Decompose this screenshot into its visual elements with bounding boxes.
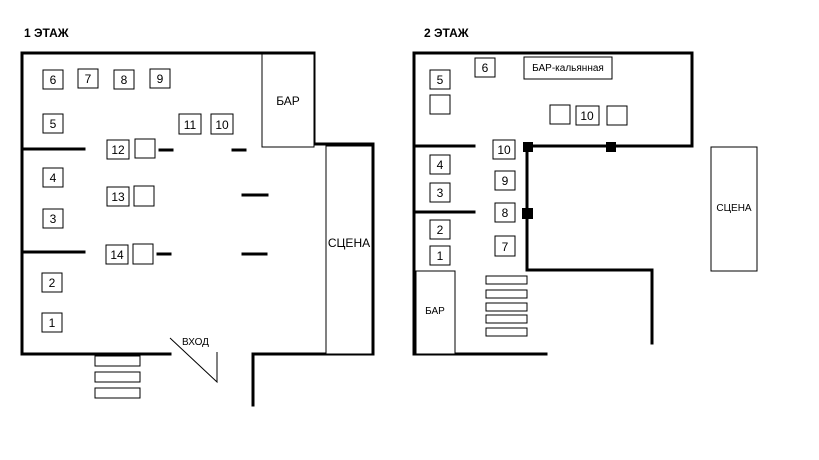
floor1-table-8: 8 <box>113 69 135 90</box>
svg-text:9: 9 <box>502 174 509 188</box>
floor2-column <box>522 208 533 219</box>
floor1-table-5: 5 <box>42 113 64 134</box>
svg-text:9: 9 <box>157 72 164 86</box>
svg-text:3: 3 <box>437 186 444 200</box>
floor1-table-3: 3 <box>42 208 64 229</box>
floor1-table-10: 10 <box>210 113 234 135</box>
floor2-table-6: 6 <box>474 57 496 78</box>
svg-text:6: 6 <box>50 73 57 87</box>
floor1-stage-label: СЦЕНА <box>328 236 370 250</box>
floor2-table-7: 7 <box>494 235 516 257</box>
svg-text:8: 8 <box>121 73 128 87</box>
floor2-table-2: 2 <box>429 219 451 240</box>
floor1-table-1: 1 <box>41 312 63 333</box>
floor2-table-9: 9 <box>494 170 516 191</box>
svg-text:11: 11 <box>184 118 197 132</box>
floor2-step <box>485 302 528 312</box>
svg-text:3: 3 <box>50 212 57 226</box>
svg-text:2: 2 <box>49 276 56 290</box>
floor2-step <box>485 275 528 285</box>
floor1-table-14-extra <box>132 243 154 265</box>
svg-text:10: 10 <box>215 118 229 132</box>
svg-text:6: 6 <box>482 61 489 75</box>
floor1-table-9: 9 <box>149 68 171 89</box>
floor1-table-12-extra <box>134 138 156 159</box>
floor2-table-3: 3 <box>429 182 451 203</box>
floor1-step <box>94 371 141 383</box>
floor1-table-7: 7 <box>77 68 99 89</box>
svg-text:14: 14 <box>110 248 124 262</box>
floor2-title: 2 ЭТАЖ <box>424 26 469 40</box>
floor1-table-14: 14 <box>105 243 154 265</box>
floor2-table-4: 4 <box>429 154 451 175</box>
floor2-gallery-rail <box>525 144 654 345</box>
floor1-table-6: 6 <box>42 69 64 90</box>
floor2-table-1: 1 <box>429 245 451 266</box>
floor1-entrance-label: ВХОД <box>182 337 209 348</box>
svg-text:13: 13 <box>111 190 125 204</box>
floor2-step <box>485 327 528 337</box>
floor2-table-5-extra <box>429 94 451 115</box>
floor1-step <box>94 387 141 399</box>
floor1-table-11: 11 <box>178 113 202 135</box>
svg-text:10: 10 <box>497 143 511 157</box>
floor2-table-10-upper: 10 <box>549 104 628 126</box>
floor2-step <box>485 314 528 324</box>
floor1-outer-wall <box>20 51 375 407</box>
floor1-table-13-extra <box>133 185 155 207</box>
floor2-stage-label: СЦЕНА <box>716 203 752 214</box>
floor2-step <box>485 289 528 299</box>
floor2-table-5: 5 <box>429 69 451 115</box>
svg-text:4: 4 <box>437 158 444 172</box>
svg-text:10: 10 <box>580 109 594 123</box>
floor2-stage <box>710 146 758 272</box>
floor2-column <box>606 142 616 152</box>
floor1-title: 1 ЭТАЖ <box>24 26 69 40</box>
svg-text:7: 7 <box>85 72 92 86</box>
floor1-step <box>94 355 141 367</box>
svg-text:4: 4 <box>50 171 57 185</box>
floor2-table-10-lower: 10 <box>492 139 516 160</box>
floor1-entrance-door <box>169 337 218 384</box>
floor2-bar-label: БАР <box>425 306 445 317</box>
svg-text:8: 8 <box>502 206 509 220</box>
svg-text:2: 2 <box>437 223 444 237</box>
svg-text:1: 1 <box>49 316 56 330</box>
floor1-table-2: 2 <box>41 272 63 293</box>
floor2-bar <box>415 270 456 355</box>
svg-text:7: 7 <box>502 240 509 254</box>
floor2-table-10-right <box>606 105 628 126</box>
floor1-stage <box>325 145 373 355</box>
floor2-hookah-bar <box>523 56 613 80</box>
svg-text:12: 12 <box>111 143 125 157</box>
floor2-table-10-left <box>549 104 571 125</box>
floor1-bar-label: БАР <box>276 94 300 108</box>
floor1-table-4: 4 <box>42 167 64 188</box>
floor2-column <box>523 142 533 152</box>
svg-text:5: 5 <box>50 117 57 131</box>
floor2-hookah-bar-label: БАР-кальянная <box>532 63 604 74</box>
floor1-bar <box>261 53 315 148</box>
svg-text:1: 1 <box>437 249 444 263</box>
floor1-table-12: 12 <box>106 138 156 160</box>
svg-text:5: 5 <box>437 73 444 87</box>
floor2-table-8: 8 <box>494 202 516 223</box>
floor1-table-13: 13 <box>106 185 155 207</box>
floor2-outer-wall <box>412 51 694 356</box>
